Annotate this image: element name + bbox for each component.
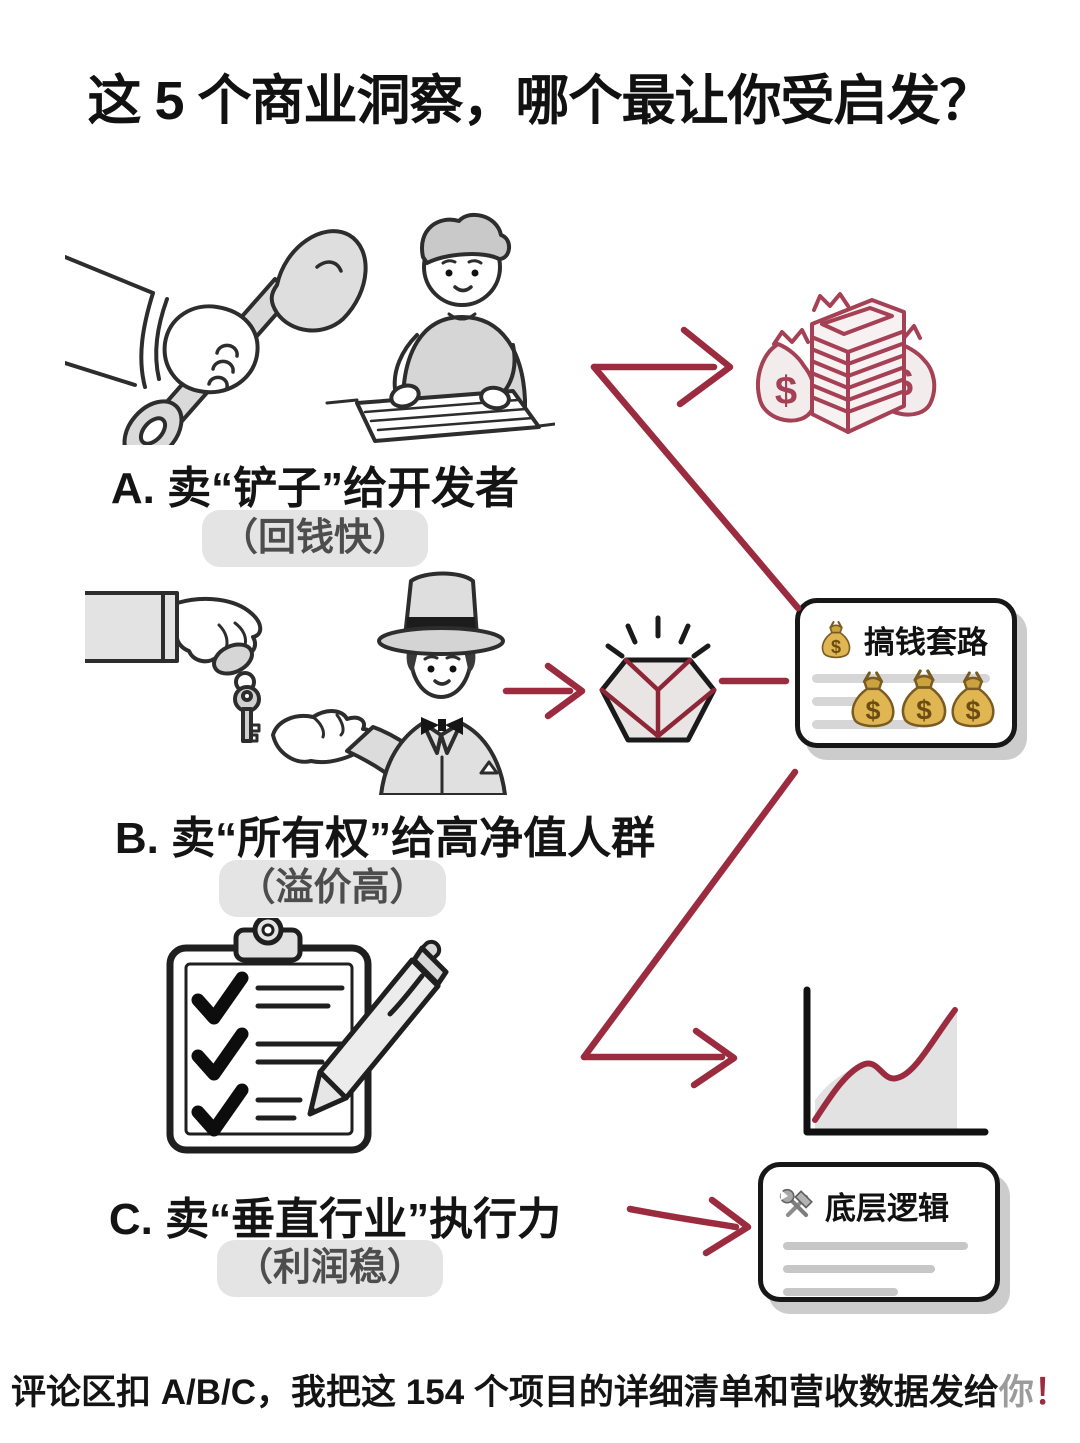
footer-cta-main: 评论区扣 A/B/C，我把这 154 个项目的详细清单和营收数据发给	[11, 1373, 999, 1412]
section-b-label: B. 卖“所有权”给高净值人群	[114, 814, 656, 863]
section-a-badge-row: （回钱快）	[40, 510, 590, 568]
section-b-badge: （溢价高）	[219, 860, 446, 918]
shovel-developer-illustration	[65, 212, 555, 445]
money-tactics-box: 搞钱套路	[795, 598, 1017, 748]
section-a-label: A. 卖“铲子”给开发者	[110, 464, 520, 513]
underlying-logic-box-title: 底层逻辑	[825, 1191, 949, 1226]
underlying-logic-box-lines	[783, 1242, 995, 1296]
page-title: 这 5 个商业洞察，哪个最让你受启发？	[87, 71, 993, 131]
section-a-badge: （回钱快）	[201, 510, 428, 568]
dollar-glyph: $	[775, 369, 797, 413]
money-bag-icon	[946, 670, 1000, 730]
decorative-line	[812, 697, 890, 706]
money-tactics-box-title: 搞钱套路	[864, 625, 988, 660]
money-bag-icon	[846, 670, 900, 730]
footer-cta-you: 你	[998, 1373, 1034, 1412]
underlying-logic-box-header: 底层逻辑	[779, 1183, 995, 1228]
money-tactics-box-bags	[800, 666, 1012, 736]
underlying-logic-box: 底层逻辑	[758, 1162, 1000, 1302]
section-b-badge-row: （溢价高）	[0, 860, 665, 918]
keys-tophat-man-illustration	[85, 571, 507, 795]
growth-chart-icon	[803, 986, 989, 1136]
footer-cta-bang: ！	[1033, 1373, 1069, 1412]
decorative-line	[812, 674, 990, 683]
decorative-line	[783, 1242, 968, 1250]
clipboard-checklist-illustration	[166, 918, 449, 1154]
gem-icon	[599, 615, 717, 743]
decorative-line	[783, 1288, 898, 1296]
money-tactics-box-header: 搞钱套路	[818, 617, 1012, 662]
section-c-badge: （利润稳）	[216, 1240, 443, 1298]
section-c-badge-row: （利润稳）	[0, 1240, 660, 1298]
money-bag-icon	[818, 620, 854, 660]
footer-cta: 评论区扣 A/B/C，我把这 154 个项目的详细清单和营收数据发给你！	[0, 1364, 1080, 1415]
money-stack-icon: $ $	[756, 292, 937, 434]
hammer-wrench-icon	[779, 1188, 815, 1224]
section-c-label: C. 卖“垂直行业”执行力	[108, 1195, 562, 1244]
money-bag-icon	[896, 668, 952, 730]
decorative-line	[783, 1265, 935, 1273]
